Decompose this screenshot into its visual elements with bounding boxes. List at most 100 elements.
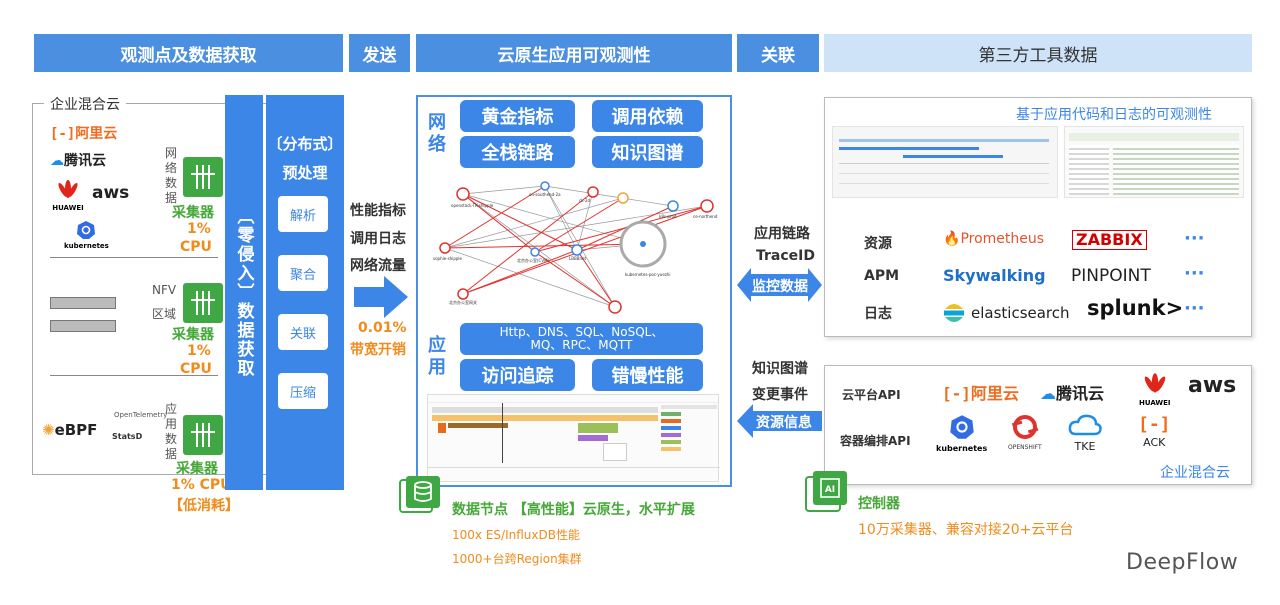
collector-icon <box>183 415 223 455</box>
huawei-logo: HUAWEI <box>50 180 86 212</box>
row-label-resource: 资源 <box>864 236 892 252</box>
header-relate: 关联 <box>737 34 819 72</box>
preprocess-column <box>266 95 344 490</box>
apm-screenshot <box>832 126 1058 198</box>
collector-3-note: 【低消耗】 <box>169 498 239 514</box>
network-label: 网络 <box>428 112 446 155</box>
pinpoint-logo: PINPOINT <box>1071 266 1151 286</box>
graph-node-label: ck-2d <box>579 198 591 203</box>
collector-2-cpu: CPU <box>180 361 212 377</box>
step-compress: 压缩 <box>278 373 328 409</box>
graph-node-label: k8s-prod <box>659 214 677 219</box>
log-screenshot <box>1064 126 1244 198</box>
send-item-metrics: 性能指标 <box>350 203 406 219</box>
graph-node-label: sophie-shipple <box>433 256 463 261</box>
more-dots: ··· <box>1184 298 1205 319</box>
btn-call-dependency[interactable]: 调用依赖 <box>592 100 703 132</box>
collector-3-name: 采集器 <box>176 461 218 477</box>
row-label-apm: APM <box>864 268 900 284</box>
zabbix-logo: ZABBIX <box>1072 230 1147 250</box>
left-arrow-icon <box>737 404 822 438</box>
container-api: 容器编排API <box>840 434 911 448</box>
protocol-banner: Http、DNS、SQL、NoSQL、MQ、RPC、MQTT <box>460 323 703 355</box>
more-dots: ··· <box>1184 228 1205 249</box>
aliyun-bracket-icon: [-] <box>1138 414 1171 435</box>
network-data-label: 网络数据 <box>165 146 178 205</box>
collector-1-cpu: CPU <box>180 239 212 255</box>
huawei-logo: HUAWEI <box>1139 373 1171 407</box>
data-node-line2: 1000+台跨Region集群 <box>452 552 582 566</box>
app-data-label: 应用数据 <box>165 402 178 461</box>
server-icon <box>50 297 116 309</box>
trace-screenshot <box>427 394 720 482</box>
graph-node-label: ce-northend <box>693 214 718 219</box>
collector-2-name: 采集器 <box>172 327 214 343</box>
hybrid-cloud-frame <box>32 103 292 475</box>
openshift-icon <box>1011 415 1039 439</box>
graph-node-label: kubernetes-poc-yuezhi <box>625 272 671 277</box>
btn-knowledge-graph[interactable]: 知识图谱 <box>592 136 703 168</box>
skywalking-logo: Skywalking <box>943 266 1046 285</box>
statsd-logo: StatsD <box>112 432 143 441</box>
header-send: 发送 <box>349 34 410 72</box>
nfv-label: NFV <box>152 283 177 297</box>
step-correlate: 关联 <box>278 314 328 350</box>
elasticsearch-icon <box>944 304 964 322</box>
opentelemetry-logo: OpenTelemetry <box>114 411 168 419</box>
collector-icon <box>183 157 223 197</box>
elasticsearch-logo: elasticsearch <box>943 302 1070 324</box>
relate-app-trace: 应用链路 <box>754 226 810 242</box>
server-icon <box>50 320 116 332</box>
send-item-logs: 调用日志 <box>350 231 406 247</box>
btn-access-trace[interactable]: 访问追踪 <box>460 359 575 391</box>
tencent-cloud-logo: ☁腾讯云 <box>1040 384 1105 403</box>
prometheus-logo: 🔥Prometheus <box>943 231 1045 247</box>
data-node-title: 数据节点 【高性能】云原生，水平扩展 <box>452 502 695 518</box>
bandwidth-note: 带宽开销 <box>350 342 406 358</box>
region-label: 区域 <box>152 307 177 321</box>
aliyun-logo: [-]阿里云 <box>942 384 1019 403</box>
third-party-subtitle: 基于应用代码和日志的可观测性 <box>1016 107 1212 123</box>
aws-logo: aws <box>92 183 130 203</box>
header-cloud-native: 云原生应用可观测性 <box>416 34 732 72</box>
svg-text:AI: AI <box>825 485 835 495</box>
ai-controller-icon: AI <box>804 469 850 513</box>
collector-1-pct: 1% <box>187 221 211 237</box>
kubernetes-icon <box>77 221 96 239</box>
huawei-icon <box>1144 373 1165 393</box>
hybrid-cloud-label: 企业混合云 <box>44 94 126 114</box>
data-node-line1: 100x ES/InfluxDB性能 <box>452 528 580 542</box>
cloud-native-panel <box>416 95 732 487</box>
send-item-traffic: 网络流量 <box>350 258 406 274</box>
collector-3-pct: 1% CPU <box>171 477 232 493</box>
header-third-party: 第三方工具数据 <box>824 34 1252 72</box>
relate-resource-info: 资源信息 <box>756 415 812 431</box>
divider <box>50 257 218 258</box>
cloud-api-panel <box>824 365 1252 485</box>
row-label-log: 日志 <box>864 306 892 322</box>
relate-traceid: TraceID <box>756 248 815 264</box>
collector-2-pct: 1% <box>187 343 211 359</box>
zero-intrusion-banner: 〔零侵入〕数据获取 <box>225 95 263 490</box>
controller-title: 控制器 <box>858 496 900 512</box>
cloud-icon <box>1068 414 1102 436</box>
relate-knowledge-graph: 知识图谱 <box>752 361 808 377</box>
hybrid-cloud-label-right: 企业混合云 <box>1160 465 1230 481</box>
preprocess-title-a: 〔分布式〕 <box>267 135 343 153</box>
btn-full-stack-trace[interactable]: 全栈链路 <box>460 136 575 168</box>
header-observation-points: 观测点及数据获取 <box>34 34 343 72</box>
collector-icon <box>183 283 223 323</box>
btn-golden-metrics[interactable]: 黄金指标 <box>460 100 575 132</box>
aws-logo: aws <box>1188 373 1237 398</box>
controller-desc: 10万采集器、兼容对接20+云平台 <box>858 522 1074 538</box>
btn-error-slow-perf[interactable]: 错慢性能 <box>592 359 703 391</box>
divider <box>50 375 218 376</box>
step-parse: 解析 <box>278 196 328 232</box>
bandwidth-pct: 0.01% <box>358 320 407 336</box>
huawei-icon <box>58 180 78 198</box>
topology-graph: openstack-TK-shipple on-southend-2a ck-2… <box>433 181 718 314</box>
graph-node-label: 北京办公室网关 <box>449 299 477 305</box>
graph-node-label: on-southend-2a <box>529 192 561 197</box>
cloud-platform-api: 云平台API <box>842 388 901 402</box>
application-label: 应用 <box>428 335 446 378</box>
